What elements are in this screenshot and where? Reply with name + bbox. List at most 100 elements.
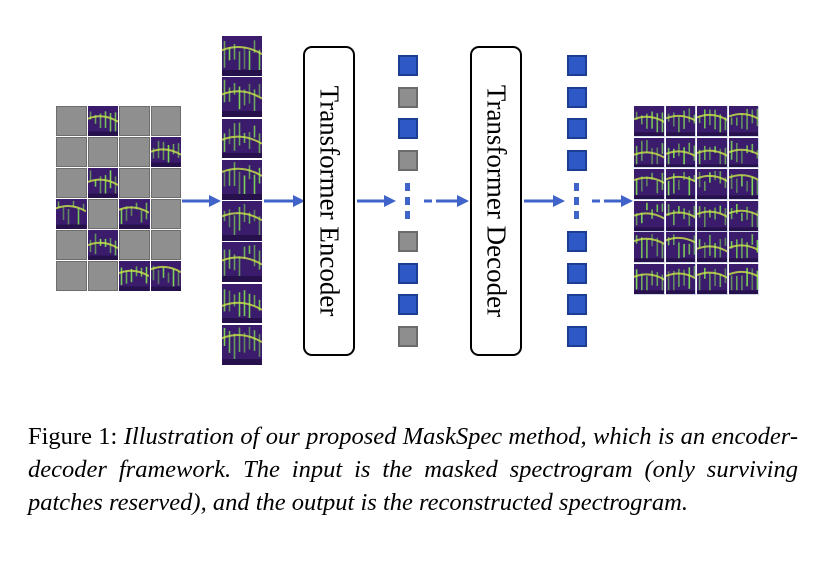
spectrogram-patch-graphic xyxy=(634,269,664,294)
surviving-patch xyxy=(222,159,262,200)
spectrogram-patch-graphic xyxy=(222,161,262,200)
reconstructed-patch xyxy=(697,169,728,200)
visible-patch xyxy=(56,199,87,229)
mask-token xyxy=(398,86,418,108)
masked-patch xyxy=(150,199,181,229)
reconstructed-patch xyxy=(697,137,728,169)
reconstructed-patch xyxy=(634,200,665,232)
reconstructed-patch xyxy=(665,200,697,232)
spectrogram-patch-graphic xyxy=(222,79,262,117)
masked-patch xyxy=(150,230,181,260)
reconstructed-patch xyxy=(728,169,760,200)
reconstructed-patch xyxy=(665,137,697,169)
spectrogram-patch-graphic xyxy=(634,202,664,231)
spectrogram-patch-graphic xyxy=(634,139,664,168)
reconstructed-spectrogram xyxy=(634,106,760,296)
spectrogram-patch-graphic xyxy=(728,234,759,263)
spectrogram-patch-graphic xyxy=(634,234,664,263)
spectrogram-patch-graphic xyxy=(222,122,262,159)
reconstructed-patch xyxy=(697,232,728,264)
mask-token xyxy=(398,325,418,347)
spectrogram-patch-graphic xyxy=(728,108,759,136)
reconstructed-patch xyxy=(697,264,728,295)
masked-patch xyxy=(87,261,118,291)
visible-token xyxy=(567,118,587,139)
spectrogram-patch-graphic xyxy=(697,235,727,263)
masked-spectrogram-input xyxy=(56,106,182,292)
reconstructed-patch xyxy=(665,264,697,295)
masked-patch xyxy=(56,261,87,291)
reconstructed-patch xyxy=(665,169,697,200)
spectrogram-patch-graphic xyxy=(119,266,149,291)
reconstructed-patch xyxy=(634,264,665,295)
spectrogram-patch-graphic xyxy=(634,111,664,136)
spectrogram-patch-graphic xyxy=(222,204,262,241)
maskspec-figure: Transformer Encoder Transformer Decoder xyxy=(56,36,760,366)
spectrogram-patch-graphic xyxy=(56,200,86,229)
masked-patch xyxy=(150,106,181,136)
reconstructed-patch xyxy=(634,106,665,137)
visible-patch xyxy=(119,199,150,229)
visible-token xyxy=(398,55,418,76)
visible-patch xyxy=(87,230,118,260)
visible-patch xyxy=(87,106,118,136)
encoder-label: Transformer Encoder xyxy=(314,85,345,317)
arrow-icon xyxy=(182,195,221,207)
surviving-patch xyxy=(222,77,262,117)
spectrogram-patch-graphic xyxy=(150,265,181,291)
spectrogram-patch-graphic xyxy=(87,170,118,198)
reconstructed-patch xyxy=(697,200,728,232)
visible-token xyxy=(567,325,587,347)
spectrogram-patch-graphic xyxy=(665,234,696,263)
spectrogram-patch-graphic xyxy=(728,140,759,168)
caption-text: Illustration of our proposed MaskSpec me… xyxy=(28,423,798,516)
surviving-patch xyxy=(222,242,262,282)
spectrogram-patch-graphic xyxy=(697,267,727,294)
spectrogram-patch-graphic xyxy=(119,202,149,229)
visible-token xyxy=(567,149,587,171)
spectrogram-patch-graphic xyxy=(665,108,696,136)
figure-caption: Figure 1: Illustration of our proposed M… xyxy=(28,420,798,519)
spectrogram-patch-graphic xyxy=(728,203,759,231)
visible-token xyxy=(398,262,418,284)
spectrogram-patch-graphic xyxy=(222,245,262,282)
reconstructed-patch xyxy=(728,232,760,264)
reconstructed-patch xyxy=(665,106,697,137)
surviving-patch xyxy=(222,324,262,365)
reconstructed-patch xyxy=(728,264,760,295)
mask-token xyxy=(398,149,418,171)
spectrogram-patch-graphic xyxy=(697,171,727,199)
reconstructed-patch xyxy=(634,232,665,264)
reconstructed-patch xyxy=(697,106,728,137)
reconstructed-patch xyxy=(634,137,665,169)
spectrogram-patch-graphic xyxy=(665,142,696,168)
visible-token xyxy=(567,294,587,315)
surviving-patch xyxy=(222,36,262,76)
spectrogram-patch-graphic xyxy=(222,288,262,324)
reconstructed-patch xyxy=(665,232,697,264)
arrow-icon xyxy=(357,195,396,207)
ellipsis-icon xyxy=(405,183,411,225)
arrow-icon xyxy=(424,195,469,207)
surviving-patches-column xyxy=(222,36,262,366)
spectrogram-patch-graphic xyxy=(87,111,118,136)
transformer-encoder-box: Transformer Encoder xyxy=(303,46,355,356)
decoder-label: Transformer Decoder xyxy=(481,84,512,318)
masked-patch xyxy=(56,137,87,167)
spectrogram-patch-graphic xyxy=(222,40,262,76)
spectrogram-patch-graphic xyxy=(665,172,696,199)
masked-patch xyxy=(119,168,150,198)
surviving-patch xyxy=(222,283,262,324)
arrow-icon xyxy=(524,195,565,207)
reconstructed-patch xyxy=(728,200,760,232)
masked-patch xyxy=(119,230,150,260)
visible-patch xyxy=(87,168,118,198)
arrow-icon xyxy=(264,195,305,207)
reconstructed-patch xyxy=(728,106,760,137)
masked-patch xyxy=(150,168,181,198)
reconstructed-patch xyxy=(728,137,760,169)
masked-patch xyxy=(119,106,150,136)
spectrogram-patch-graphic xyxy=(150,140,181,167)
spectrogram-patch-graphic xyxy=(665,203,696,231)
surviving-patch xyxy=(222,201,262,241)
